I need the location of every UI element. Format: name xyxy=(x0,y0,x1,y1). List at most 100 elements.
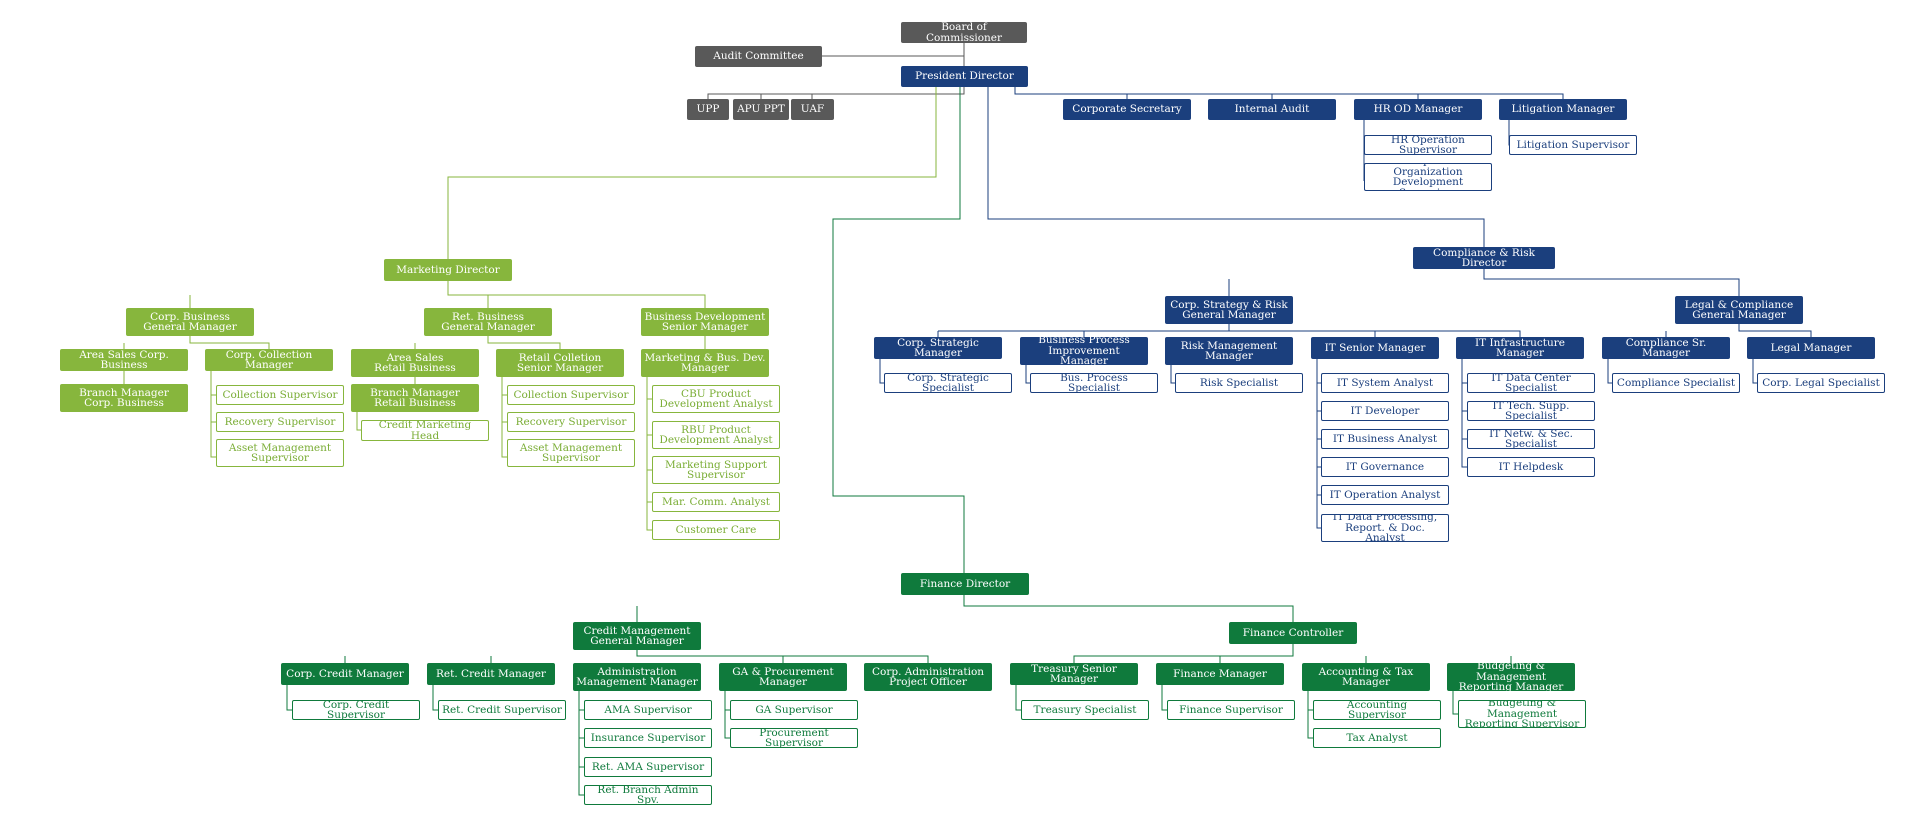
node-ga-procurement-manager: GA & Procurement Manager xyxy=(719,663,847,691)
node-it-netw-sec-specialist: IT Netw. & Sec. Specialist xyxy=(1467,429,1595,449)
connector-line xyxy=(1483,269,1740,296)
node-it-tech-supp-specialist: IT Tech. Supp. Specialist xyxy=(1467,401,1595,421)
connector-line xyxy=(578,691,584,796)
node-compliance-specialist: Compliance Specialist xyxy=(1612,373,1740,393)
node-insurance-supervisor: Insurance Supervisor xyxy=(584,728,712,748)
node-ret-business-gm: Ret. Business General Manager xyxy=(424,308,552,336)
node-accounting-tax-manager: Accounting & Tax Manager xyxy=(1302,663,1430,691)
node-corp-collection-supervisor: Collection Supervisor xyxy=(216,385,344,405)
connector-line xyxy=(189,336,270,349)
node-people-org-supervisor: People & Organization Development Superv… xyxy=(1364,163,1492,191)
node-finance-supervisor: Finance Supervisor xyxy=(1167,700,1295,720)
node-risk-management-manager: Risk Management Manager xyxy=(1165,337,1293,365)
node-corp-credit-manager: Corp. Credit Manager xyxy=(281,663,409,685)
node-uaf: UAF xyxy=(791,99,834,120)
node-corp-strategy-risk-gm: Corp. Strategy & Risk General Manager xyxy=(1165,296,1293,324)
connector-line xyxy=(963,595,1294,622)
connector-line xyxy=(501,377,507,458)
node-corp-credit-supervisor: Corp. Credit Supervisor xyxy=(292,700,420,720)
connector-line xyxy=(1014,87,1564,99)
node-credit-management-gm: Credit Management General Manager xyxy=(573,622,701,650)
node-audit-committee: Audit Committee xyxy=(695,46,822,67)
node-it-senior-manager: IT Senior Manager xyxy=(1311,337,1439,359)
node-area-sales-corp: Area Sales Corp. Business xyxy=(60,349,188,371)
connector-line xyxy=(1316,359,1321,529)
connector-line xyxy=(1015,685,1021,711)
node-it-data-center-specialist: IT Data Center Specialist xyxy=(1467,373,1595,393)
node-compliance-risk-director: Compliance & Risk Director xyxy=(1413,247,1555,269)
node-marketing-support-supervisor: Marketing Support Supervisor xyxy=(652,456,780,484)
node-ret-credit-manager: Ret. Credit Manager xyxy=(427,663,555,685)
node-ret-credit-supervisor: Ret. Credit Supervisor xyxy=(438,700,566,720)
node-it-developer: IT Developer xyxy=(1321,401,1449,421)
node-bpi-manager: Business Process Improvement Manager xyxy=(1020,337,1148,365)
node-corp-collection-manager: Corp. Collection Manager xyxy=(205,349,333,371)
node-president: President Director xyxy=(901,66,1028,87)
node-area-sales-retail: Area Sales Retail Business xyxy=(351,349,479,377)
connector-line xyxy=(447,87,937,259)
node-it-operation-analyst: IT Operation Analyst xyxy=(1321,485,1449,505)
node-ret-branch-admin: Ret. Branch Admin Spv. xyxy=(584,785,712,805)
node-ret-collection-supervisor: Collection Supervisor xyxy=(507,385,635,405)
node-customer-care: Customer Care xyxy=(652,520,780,540)
node-budgeting-reporting-manager: Budgeting & Management Reporting Manager xyxy=(1447,663,1575,691)
node-hr-operation-supervisor: HR Operation Supervisor xyxy=(1364,135,1492,155)
node-it-business-analyst: IT Business Analyst xyxy=(1321,429,1449,449)
node-corp-business-gm: Corp. Business General Manager xyxy=(126,308,254,336)
node-litigation-supervisor: Litigation Supervisor xyxy=(1509,135,1637,155)
node-tax-analyst: Tax Analyst xyxy=(1313,728,1441,748)
node-corp-strategic-manager: Corp. Strategic Manager xyxy=(874,337,1002,359)
node-rbu-analyst: RBU Product Development Analyst xyxy=(652,421,780,449)
node-admin-management-manager: Administration Management Manager xyxy=(573,663,701,691)
node-procurement-supervisor: Procurement Supervisor xyxy=(730,728,858,748)
connector-line xyxy=(646,377,652,531)
node-ga-supervisor: GA Supervisor xyxy=(730,700,858,720)
connector-line xyxy=(1161,685,1167,711)
node-corp-strategic-specialist: Corp. Strategic Specialist xyxy=(884,373,1012,393)
node-marketing-bizdev-manager: Marketing & Bus. Dev. Manager xyxy=(641,349,769,377)
connector-line xyxy=(487,336,561,349)
connector-line xyxy=(1452,691,1458,715)
node-it-helpdesk: IT Helpdesk xyxy=(1467,457,1595,477)
node-ret-recovery-supervisor: Recovery Supervisor xyxy=(507,412,635,432)
node-marketing-director: Marketing Director xyxy=(384,259,512,281)
node-ret-ama-supervisor: Ret. AMA Supervisor xyxy=(584,757,712,777)
node-board: Board of Commissioner xyxy=(901,22,1027,43)
node-bus-process-specialist: Bus. Process Specialist xyxy=(1030,373,1158,393)
node-bizdev-senior-manager: Business Development Senior Manager xyxy=(641,308,769,336)
node-finance-manager: Finance Manager xyxy=(1156,663,1284,685)
connector-line xyxy=(1461,359,1467,468)
node-apu-ppt: APU PPT xyxy=(733,99,789,120)
node-risk-specialist: Risk Specialist xyxy=(1175,373,1303,393)
node-internal-audit: Internal Audit xyxy=(1208,99,1336,120)
connector-line xyxy=(707,87,965,99)
connector-line xyxy=(432,685,438,711)
node-corp-admin-project-officer: Corp. Administration Project Officer xyxy=(864,663,992,691)
node-branch-manager-retail: Branch Manager Retail Business xyxy=(351,384,479,412)
node-ret-asset-supervisor: Asset Management Supervisor xyxy=(507,439,635,467)
connector-line xyxy=(724,691,730,739)
connector-line xyxy=(1307,691,1313,739)
node-treasury-senior-manager: Treasury Senior Manager xyxy=(1010,663,1138,685)
node-treasury-specialist: Treasury Specialist xyxy=(1021,700,1149,720)
connector-line xyxy=(879,359,884,384)
node-hr-od-manager: HR OD Manager xyxy=(1354,99,1482,120)
node-accounting-supervisor: Accounting Supervisor xyxy=(1313,700,1441,720)
node-finance-controller: Finance Controller xyxy=(1229,622,1357,644)
node-corp-legal-specialist: Corp. Legal Specialist xyxy=(1757,373,1885,393)
node-it-data-processing: IT Data Processing, Report. & Doc. Analy… xyxy=(1321,514,1449,542)
connector-line xyxy=(447,281,706,308)
node-ama-supervisor: AMA Supervisor xyxy=(584,700,712,720)
node-retail-collection-sm: Retail Colletion Senior Manager xyxy=(496,349,624,377)
node-it-system-analyst: IT System Analyst xyxy=(1321,373,1449,393)
connector-line xyxy=(832,87,965,573)
connector-line xyxy=(1025,365,1030,384)
connector-line xyxy=(987,87,1485,247)
node-credit-marketing-head: Credit Marketing Head xyxy=(361,420,489,441)
connector-line xyxy=(356,412,361,431)
node-branch-manager-corp: Branch Manager Corp. Business xyxy=(60,384,188,412)
node-corp-asset-supervisor: Asset Management Supervisor xyxy=(216,439,344,467)
node-corp-secretary: Corporate Secretary xyxy=(1063,99,1191,120)
node-finance-director: Finance Director xyxy=(901,573,1029,595)
